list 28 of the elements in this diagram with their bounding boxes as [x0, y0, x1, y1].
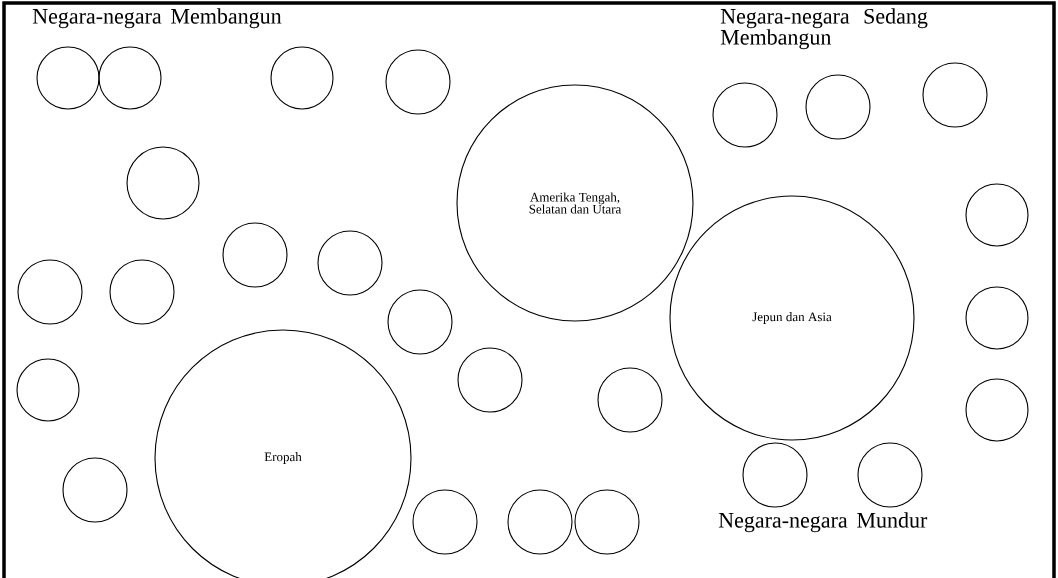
country-circle: [16, 358, 80, 422]
country-circle: [109, 259, 175, 325]
country-circle: [712, 82, 778, 148]
country-circle: [98, 46, 162, 110]
country-circle: [412, 489, 478, 555]
group-label: Negara-negara Membangun: [32, 8, 282, 29]
country-circle: [62, 457, 128, 523]
country-circle: [387, 289, 453, 355]
country-circle: [457, 347, 523, 413]
country-circle: [126, 146, 200, 220]
group-label: Negara-negara Sedang Membangun: [720, 8, 928, 50]
country-circle: [17, 259, 83, 325]
country-circle: [742, 442, 808, 508]
country-circle: [597, 367, 663, 433]
country-circle: [36, 46, 100, 110]
country-circle: [385, 49, 451, 115]
country-circle: [965, 183, 1029, 247]
country-circle: [922, 62, 988, 128]
group-label: Negara-negara Mundur: [718, 512, 928, 533]
country-circle: [270, 46, 334, 110]
country-circle: [965, 286, 1029, 350]
country-circle: [222, 222, 288, 288]
country-circle: [574, 489, 640, 555]
country-circle: [965, 378, 1029, 442]
country-circle: [507, 489, 573, 555]
country-circle: [317, 230, 383, 296]
country-circle: [857, 442, 923, 508]
country-circle: [805, 74, 871, 140]
